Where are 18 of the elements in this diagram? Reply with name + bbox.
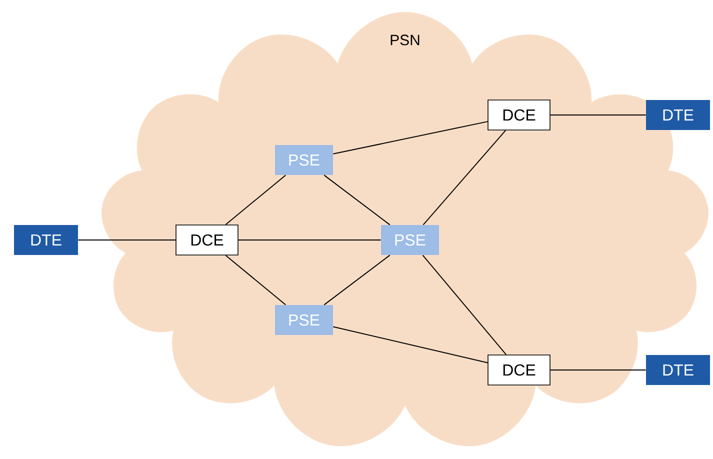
terminal-box: DTE (14, 225, 78, 255)
terminal-box: DTE (646, 355, 710, 385)
connector-line (324, 254, 390, 306)
circuit-box: DCE (176, 224, 238, 256)
connector-line (332, 121, 488, 154)
connector-line (332, 326, 488, 364)
connector-line (550, 114, 646, 116)
connector-line (422, 254, 507, 356)
connector-line (324, 174, 390, 226)
circuit-box: DCE (488, 354, 550, 386)
switch-box: PSE (381, 225, 439, 255)
switch-box: PSE (275, 145, 333, 175)
terminal-box: DTE (646, 100, 710, 130)
switch-box: PSE (275, 305, 333, 335)
connector-line (422, 130, 506, 226)
circuit-box: DCE (488, 100, 550, 130)
connector-line (225, 254, 286, 306)
connector-line (225, 174, 286, 226)
